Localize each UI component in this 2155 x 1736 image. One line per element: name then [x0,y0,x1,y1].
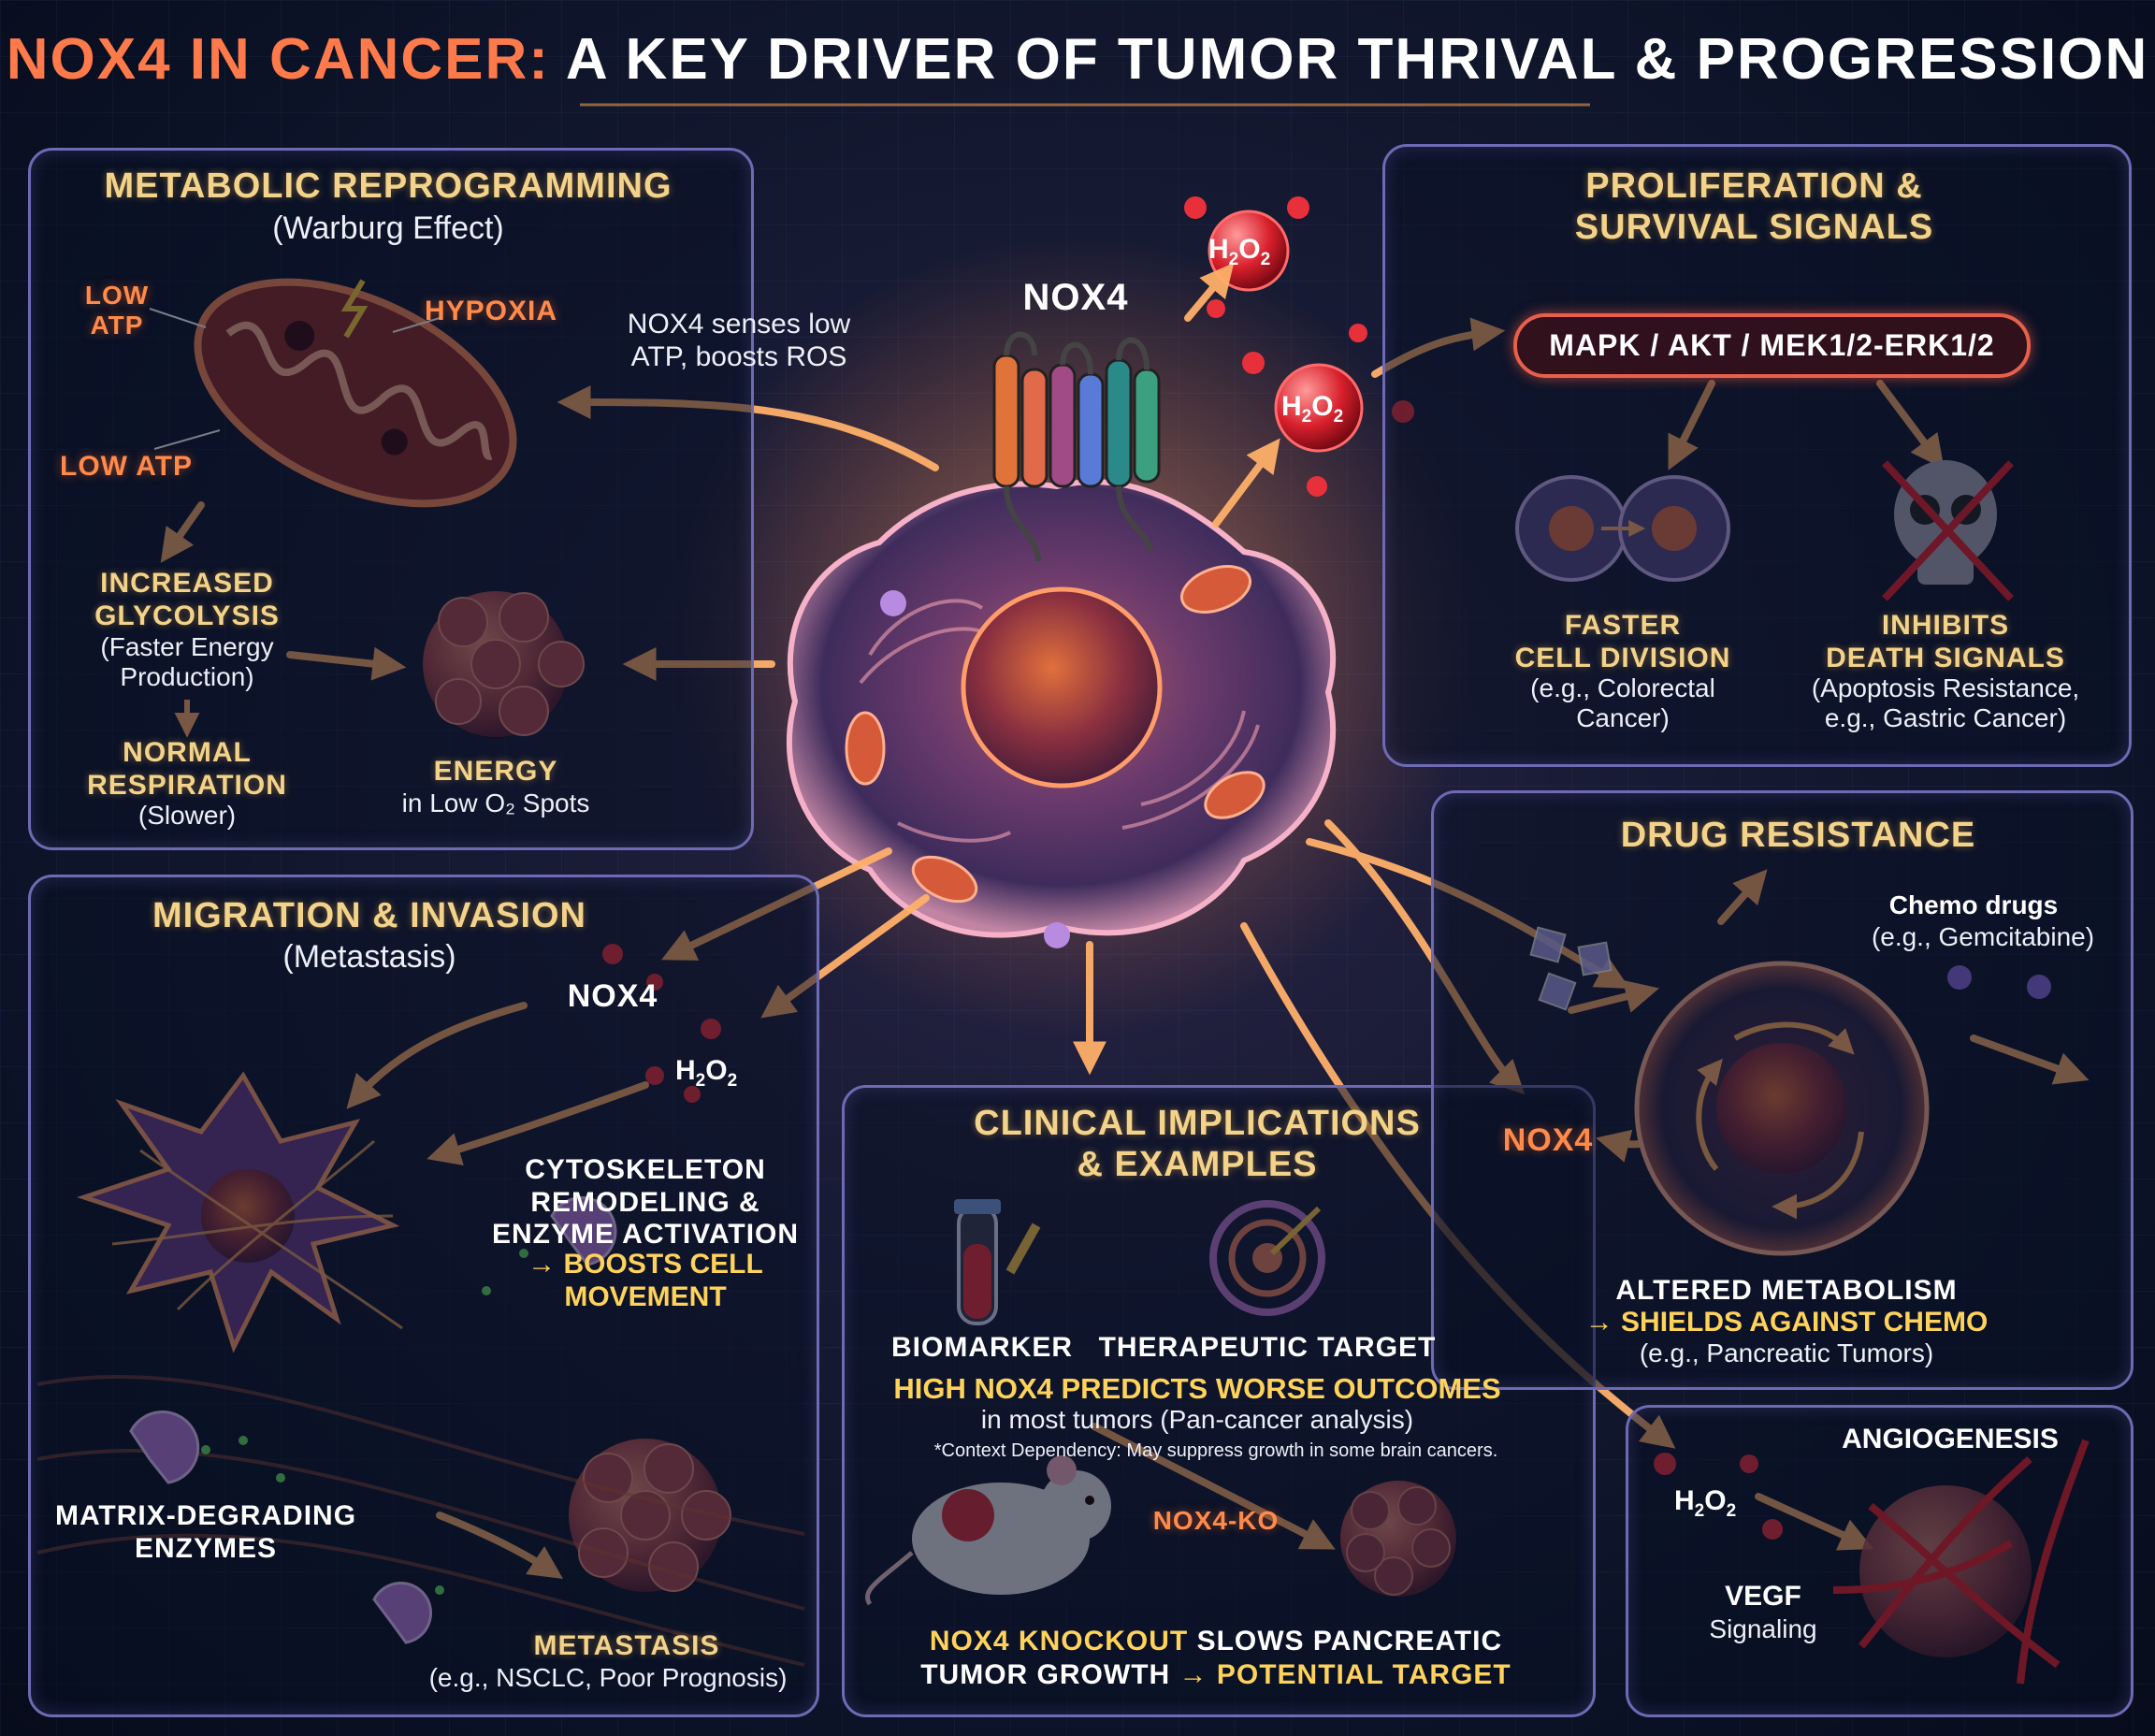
nox4-center-label: NOX4 [1022,277,1129,318]
therapeutic-target-label: THERAPEUTIC TARGET [1098,1332,1437,1363]
death-title: INHIBITS DEATH SIGNALS [1826,610,2065,673]
context-note: *Context Dependency: May suppress growth… [933,1440,1498,1461]
title-prefix: NOX4 IN CANCER: [6,27,550,92]
cytoskeleton-highlight: → BOOSTS CELL MOVEMENT [528,1249,763,1312]
label-low-atp-top: LOW ATP [84,281,150,340]
h2o2-bubble-2 [1242,324,1414,497]
altered-metabolism-title: ALTERED METABOLISM [1615,1275,1958,1306]
drug-nox4-label: NOX4 [1502,1122,1594,1158]
metastasis-title: METASTASIS [533,1630,720,1661]
nox4-senses-label: NOX4 senses low ATP, boosts ROS [627,309,851,372]
metastasis-desc: (e.g., NSCLC, Poor Prognosis) [428,1663,788,1692]
glycolysis-title: INCREASED GLYCOLYSIS [94,568,280,631]
angiogenesis-heading: ANGIOGENESIS [1842,1424,2059,1454]
label-low-atp: LOW ATP [60,451,193,482]
migration-heading: MIGRATION & INVASION [152,896,587,935]
migration-subheading: (Metastasis) [282,939,456,975]
clinical-heading: CLINICAL IMPLICATIONS & EXAMPLES [974,1104,1421,1184]
knockout-highlight-2: → POTENTIAL TARGET [1170,1659,1511,1690]
label-hypoxia: HYPOXIA [424,296,558,326]
glycolysis-desc: (Faster Energy Production) [100,632,274,692]
drug-resistance-heading: DRUG RESISTANCE [1620,816,1976,855]
title-main: A KEY DRIVER OF TUMOR THRIVAL & PROGRESS… [565,27,2149,92]
matrix-enzymes-label: MATRIX-DEGRADING ENZYMES [54,1500,357,1564]
proliferation-heading: PROLIFERATION & SURVIVAL SIGNALS [1574,166,1934,247]
knockout-text-2: TUMOR GROWTH [920,1659,1171,1690]
knockout-highlight-1: NOX4 KNOCKOUT [929,1626,1189,1656]
panel-proliferation-survival [1382,144,2132,767]
death-desc: (Apoptosis Resistance, e.g., Gastric Can… [1811,673,2080,733]
cell-nucleus [961,586,1163,788]
panel-angiogenesis [1626,1405,2133,1717]
biomarker-label: BIOMARKER [891,1332,1073,1363]
predict-title: HIGH NOX4 PREDICTS WORSE OUTCOMES [893,1372,1501,1405]
vegf-label: VEGF [1725,1581,1801,1612]
nox4-protein-icon [992,331,1161,562]
chemo-drugs-desc: (e.g., Gemcitabine) [1871,922,2095,951]
knockout-text-1: SLOWS PANCREATIC [1188,1626,1503,1656]
energy-desc: in Low O₂ Spots [401,788,590,817]
metabolic-subheading: (Warburg Effect) [272,210,504,246]
division-title: FASTER CELL DIVISION [1514,610,1731,673]
panel-migration-invasion [28,875,819,1717]
predict-desc: in most tumors (Pan-cancer analysis) [980,1405,1414,1434]
migration-nox4-label: NOX4 [567,978,658,1014]
energy-title: ENERGY [433,756,558,787]
division-desc: (e.g., Colorectal Cancer) [1530,673,1715,733]
altered-metabolism-desc: (e.g., Pancreatic Tumors) [1639,1338,1934,1367]
chemo-drugs-label: Chemo drugs [1888,890,2059,919]
altered-metabolism-highlight: → SHIELDS AGAINST CHEMO [1584,1307,1989,1338]
metabolic-heading: METABOLIC REPROGRAMMING [104,166,673,206]
panel-metabolic-reprogramming [28,148,754,850]
nox4-ko-label: NOX4-KO [1152,1506,1280,1535]
pathway-badge: MAPK / AKT / MEK1/2-ERK1/2 [1513,313,2031,378]
knockout-statement: NOX4 KNOCKOUT SLOWS PANCREATIC TUMOR GRO… [842,1625,1590,1692]
h2o2-label-2: H2O2 [1281,391,1344,427]
h2o2-label-migration: H2O2 [675,1055,738,1091]
vegf-signaling-label: Signaling [1709,1614,1817,1643]
cytoskeleton-title: CYTOSKELETON REMODELING & ENZYME ACTIVAT… [491,1154,800,1250]
h2o2-label-angiogenesis: H2O2 [1674,1485,1737,1521]
page-title: NOX4 IN CANCER: A KEY DRIVER OF TUMOR TH… [0,26,2155,93]
panel-drug-resistance [1431,790,2133,1390]
h2o2-label-1: H2O2 [1208,234,1271,269]
respiration-title: NORMAL RESPIRATION [87,737,287,801]
respiration-desc: (Slower) [137,801,237,830]
